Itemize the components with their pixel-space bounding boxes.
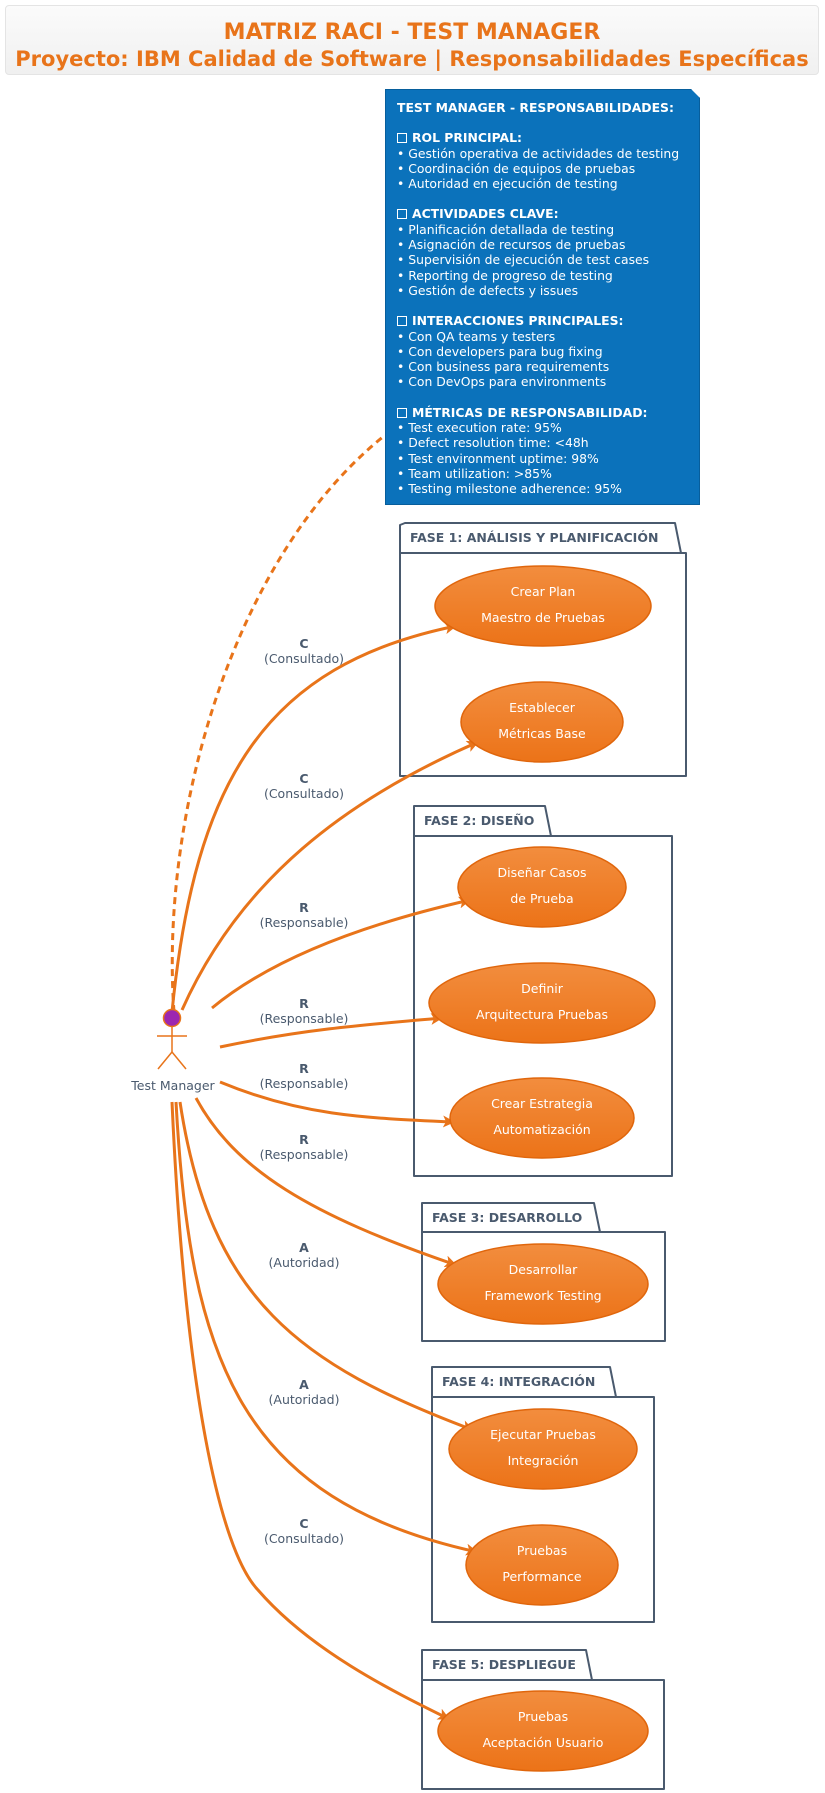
note-item: • Testing milestone adherence: 95% bbox=[397, 481, 622, 497]
use-case-ellipses bbox=[428, 565, 656, 1772]
package-frame-fase-5 bbox=[421, 1649, 665, 1790]
raci-label: R(Responsable) bbox=[259, 1132, 349, 1162]
use-case-desarrollar-framework bbox=[437, 1243, 649, 1325]
use-case-disenar-casos bbox=[457, 846, 627, 928]
actor-head bbox=[162, 1008, 182, 1028]
note-item: • Con developers para bug fixing bbox=[397, 343, 603, 359]
raci-label: A(Autoridad) bbox=[268, 1240, 340, 1270]
checkbox-icon bbox=[397, 316, 407, 327]
use-case-crear-plan bbox=[434, 565, 652, 647]
use-case-definir-arquitectura bbox=[428, 962, 656, 1044]
package-frame-fase-3 bbox=[421, 1202, 666, 1342]
arrow-disenar-casos bbox=[211, 896, 471, 1010]
arrow-pruebas-performance bbox=[174, 1101, 478, 1556]
actor-label: Test Manager bbox=[131, 1078, 215, 1093]
package-frame-fase-2 bbox=[413, 805, 673, 1177]
checkbox-icon bbox=[397, 133, 407, 144]
phase-label-fase-1: FASE 1: ANÁLISIS Y PLANIFICACIÓN bbox=[410, 530, 659, 545]
note-item: • Gestión de defects y issues bbox=[397, 282, 579, 298]
note-item: • Team utilization: >85% bbox=[397, 465, 552, 481]
raci-label: C(Consultado) bbox=[263, 771, 345, 801]
arrow-definir-arquitectura bbox=[219, 1012, 443, 1049]
use-case-aceptacion-usuario bbox=[437, 1690, 649, 1772]
raci-label: C(Consultado) bbox=[263, 636, 345, 666]
raci-label: R(Responsable) bbox=[259, 900, 349, 930]
note-item: • Planificación detallada de testing bbox=[397, 221, 615, 237]
note-section-rol: ROL PRINCIPAL: • Gestión operativa de ac… bbox=[397, 130, 699, 191]
checkbox-icon bbox=[397, 209, 407, 220]
note-section-heading: MÉTRICAS DE RESPONSABILIDAD: bbox=[397, 405, 699, 420]
arrow-crear-estrategia bbox=[219, 1080, 455, 1128]
use-case-establecer-metricas bbox=[460, 681, 624, 763]
note-section-heading: ACTIVIDADES CLAVE: bbox=[397, 206, 699, 221]
note-item: • Autoridad en ejecución de testing bbox=[397, 176, 618, 192]
phase-label-fase-4: FASE 4: INTEGRACIÓN bbox=[442, 1374, 596, 1389]
note-section-heading: ROL PRINCIPAL: bbox=[397, 130, 699, 145]
note-item: • Test environment uptime: 98% bbox=[397, 450, 599, 466]
arrow-establecer-metricas bbox=[180, 740, 479, 1011]
phase-label-fase-3: FASE 3: DESARROLLO bbox=[432, 1210, 583, 1225]
arrow-ejecutar-integracion bbox=[178, 1101, 474, 1432]
note-item: • Gestión operativa de actividades de te… bbox=[397, 145, 680, 161]
note-item: • Coordinación de equipos de pruebas bbox=[397, 160, 636, 176]
raci-label: A(Autoridad) bbox=[268, 1377, 340, 1407]
association-arrows bbox=[170, 622, 479, 1721]
raci-label: C(Consultado) bbox=[263, 1516, 345, 1546]
phase-label-fase-5: FASE 5: DESPLIEGUE bbox=[432, 1657, 576, 1672]
note-item: • Con business para requirements bbox=[397, 359, 610, 375]
responsibilities-note: TEST MANAGER - RESPONSABILIDADES: ROL PR… bbox=[385, 89, 700, 505]
note-item: • Test execution rate: 95% bbox=[397, 420, 562, 436]
note-section-metricas: MÉTRICAS DE RESPONSABILIDAD: • Test exec… bbox=[397, 405, 699, 497]
note-item: • Defect resolution time: <48h bbox=[397, 435, 589, 451]
note-section-heading: INTERACCIONES PRINCIPALES: bbox=[397, 313, 699, 328]
note-section-interacciones: INTERACCIONES PRINCIPALES: • Con QA team… bbox=[397, 313, 699, 389]
arrow-desarrollar-framework bbox=[194, 1097, 457, 1268]
use-case-crear-estrategia bbox=[449, 1077, 635, 1159]
use-case-ejecutar-integracion bbox=[448, 1408, 638, 1490]
diagram-subtitle: Proyecto: IBM Calidad de Software | Resp… bbox=[15, 47, 809, 71]
note-item: • Con QA teams y testers bbox=[397, 328, 556, 344]
note-item: • Asignación de recursos de pruebas bbox=[397, 237, 626, 253]
note-item: • Supervisión de ejecución de test cases bbox=[397, 252, 650, 268]
note-item: • Con DevOps para environments bbox=[397, 374, 607, 390]
phase-label-fase-2: FASE 2: DISEÑO bbox=[424, 813, 535, 828]
arrow-crear-plan bbox=[170, 622, 457, 1013]
package-frame-fase-1 bbox=[399, 522, 687, 777]
note-connector bbox=[170, 434, 385, 1013]
diagram-header: MATRIZ RACI - TEST MANAGER Proyecto: IBM… bbox=[5, 5, 819, 75]
note-item: • Reporting de progreso de testing bbox=[397, 267, 613, 283]
diagram-title: MATRIZ RACI - TEST MANAGER bbox=[223, 20, 601, 45]
actor-test-manager bbox=[157, 1008, 187, 1070]
use-case-pruebas-performance bbox=[465, 1524, 619, 1606]
arrow-aceptacion-usuario bbox=[170, 1101, 450, 1721]
raci-label: R(Responsable) bbox=[259, 996, 349, 1026]
checkbox-icon bbox=[397, 407, 407, 418]
note-title: TEST MANAGER - RESPONSABILIDADES: bbox=[397, 100, 674, 115]
note-section-actividades: ACTIVIDADES CLAVE: • Planificación detal… bbox=[397, 206, 699, 298]
package-frame-fase-4 bbox=[431, 1366, 655, 1623]
raci-label: R(Responsable) bbox=[259, 1061, 349, 1091]
